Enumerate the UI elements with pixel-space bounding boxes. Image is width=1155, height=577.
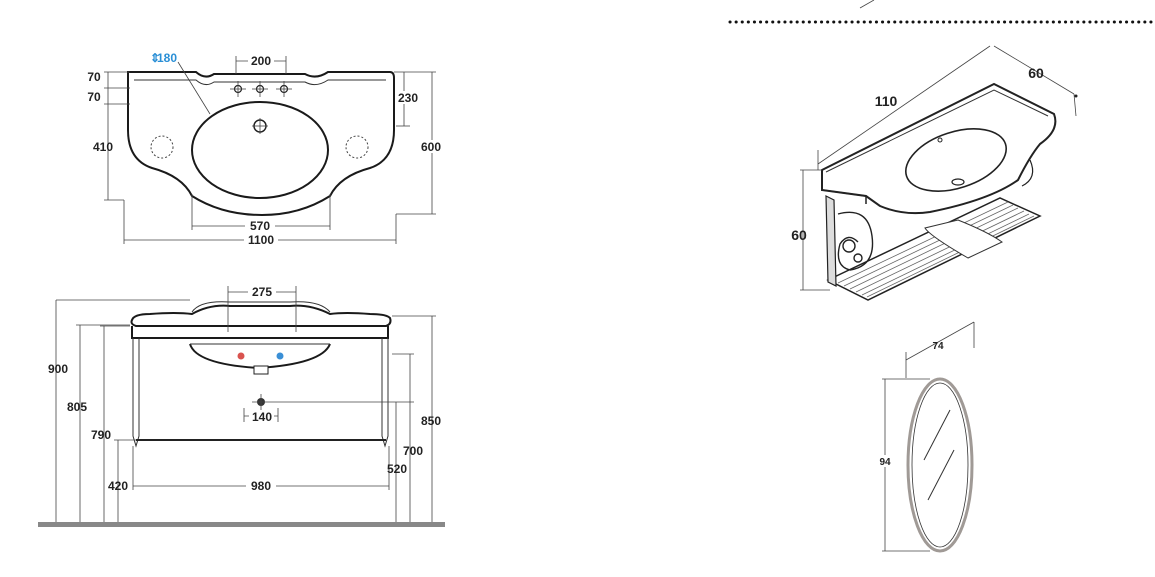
dim-leg-spacing: 980 (251, 479, 271, 493)
mirror-reflection-icon (923, 409, 955, 501)
dim-perspective-width: 110 (875, 93, 898, 109)
front-view-bowl (189, 343, 331, 370)
perspective-bracket-scroll (837, 211, 874, 271)
dim-mirror-height: 94 (879, 457, 891, 468)
dim-basin-depth: 410 (93, 140, 113, 154)
perspective-drain (951, 178, 965, 186)
dim-rim-lower: 70 (87, 90, 101, 104)
top-view-basin-outline (127, 71, 395, 217)
dim-top-right-height: 850 (421, 414, 441, 428)
top-view-soap-dish-left (150, 135, 174, 159)
top-view: 200 ⇕ 180 70 70 410 230 600 570 110 (87, 51, 444, 247)
dim-rim-height: 805 (67, 400, 87, 414)
dim-overall-width: 1100 (248, 233, 274, 247)
mirror-frame (906, 377, 974, 553)
front-view-floor (38, 522, 445, 527)
dim-tap-spacing: 200 (251, 54, 271, 68)
dim-faucet-hole: 180 (157, 51, 177, 65)
top-view-bowl (191, 101, 329, 199)
mirror-view: 74 94 (877, 321, 975, 553)
top-view-tap-holes (230, 81, 292, 97)
front-view-basin-top (130, 304, 392, 327)
dim-backsplash-height: 230 (398, 91, 418, 105)
dim-mirror-width: 74 (932, 341, 944, 352)
dim-leg-height: 790 (91, 428, 111, 442)
cold-water-icon (276, 352, 284, 360)
dim-drain-height: 700 (403, 444, 423, 458)
dim-drain-offset: 140 (252, 410, 272, 424)
dim-basin-width: 570 (250, 219, 270, 233)
dim-overall-depth: 600 (421, 140, 441, 154)
dim-total-height: 900 (48, 362, 68, 376)
front-view-trap (253, 365, 269, 375)
perspective-view: 110 60 60 (728, 0, 1154, 301)
top-view-soap-dish-right (345, 135, 369, 159)
hot-water-icon (237, 352, 245, 360)
dim-faucet-hole-icon-arrow: ⇕ (150, 51, 160, 65)
dim-perspective-depth: 60 (1028, 65, 1044, 81)
front-view-leg-right (381, 338, 389, 448)
dim-valve-spacing: 275 (252, 285, 272, 299)
dim-trap-height: 520 (387, 462, 407, 476)
perspective-bowl (904, 128, 1008, 192)
dim-rim-upper: 70 (87, 70, 101, 84)
dim-perspective-height: 60 (791, 227, 807, 243)
dim-shelf-height: 420 (108, 479, 128, 493)
front-view-leg-left (132, 338, 140, 448)
top-view-rim-line (134, 79, 386, 86)
front-view-basin-body (131, 326, 389, 339)
front-view: 275 140 900 805 790 420 980 850 700 (38, 285, 445, 527)
perspective-bracket (825, 195, 837, 287)
perspective-shelf-grille (837, 201, 1035, 298)
